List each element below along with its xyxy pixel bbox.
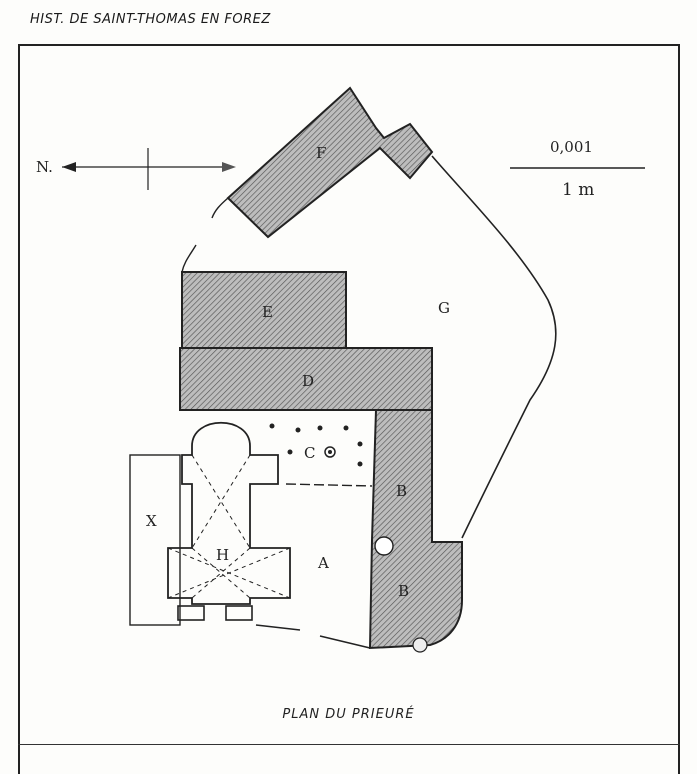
label-H: H <box>216 546 229 564</box>
label-A: A <box>317 554 329 572</box>
label-C: C <box>304 444 315 462</box>
scale-numerator: 0,001 <box>550 138 593 156</box>
bottom-rule <box>18 744 680 745</box>
plan-frame <box>18 44 680 774</box>
label-B-lower: B <box>398 582 409 600</box>
building-F <box>226 86 434 239</box>
label-X: X <box>146 512 157 530</box>
label-E: E <box>262 303 273 321</box>
label-F: F <box>316 144 326 162</box>
north-label: N. <box>36 158 53 176</box>
building-B <box>368 409 463 650</box>
plan-caption: PLAN DU PRIEURÉ <box>282 707 415 722</box>
building-D <box>179 347 433 411</box>
area-X <box>129 454 181 626</box>
cloister-C-columns <box>269 423 363 467</box>
scale-denominator: 1 m <box>562 180 594 200</box>
courtyard-G-outline <box>431 155 557 539</box>
label-G: G <box>438 299 450 317</box>
north-arrow <box>62 148 236 190</box>
area-A-outline <box>255 624 371 649</box>
label-D: D <box>302 372 314 390</box>
label-B-upper: B <box>396 482 407 500</box>
church-H <box>167 422 291 605</box>
page-header: HIST. DE SAINT-THOMAS EN FOREZ <box>30 12 271 27</box>
